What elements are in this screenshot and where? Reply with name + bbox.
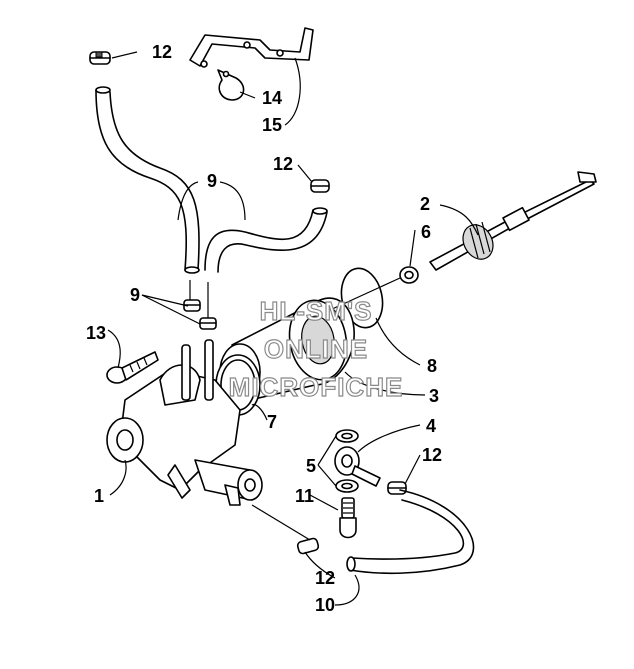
sealing-washer-upper: [335, 429, 359, 443]
callout-11: 11: [295, 486, 314, 506]
callout-13: 13: [86, 323, 106, 343]
callout-2: 2: [420, 194, 430, 214]
callout-5: 5: [306, 456, 316, 476]
watermark-line-2: ONLINE: [264, 334, 368, 364]
callout-6: 6: [421, 222, 431, 242]
callout-12-bottom: 12: [315, 568, 335, 588]
hose-clamp-top-left: [89, 51, 111, 65]
hose-clamp-bottom: [296, 537, 320, 555]
worm-gear-shaft: [429, 171, 597, 271]
banjo-fitting: [334, 446, 381, 487]
hose-clamp-top-right: [310, 179, 330, 193]
callout-9-top: 9: [207, 171, 217, 191]
leader-lines: [107, 51, 479, 606]
callout-8: 8: [427, 356, 437, 376]
callout-10: 10: [315, 595, 335, 615]
sealing-washer-lower: [335, 479, 359, 493]
callout-9-left: 9: [130, 285, 140, 305]
hose-lower: [346, 489, 475, 575]
watermark: HL-SM'S ONLINE MICROFICHE: [228, 295, 404, 402]
callout-3: 3: [429, 386, 439, 406]
watermark-line-3: MICROFICHE: [229, 372, 404, 402]
banjo-bolt: [339, 497, 357, 539]
hose-top-left: [95, 86, 200, 274]
callout-4: 4: [426, 416, 436, 436]
callout-7: 7: [267, 412, 277, 432]
callout-12-top-right: 12: [273, 154, 293, 174]
callout-14: 14: [262, 88, 282, 108]
hose-clamp-right: [387, 481, 407, 495]
washer: [399, 266, 419, 284]
oil-pump-body: [106, 339, 263, 506]
callout-12-top-left: 12: [152, 42, 172, 62]
callout-15: 15: [262, 115, 282, 135]
bracket: [189, 27, 314, 68]
callout-1: 1: [94, 486, 104, 506]
p-clamp: [217, 69, 245, 101]
callout-labels: 12 14 15 9 12 2 6 9 13 8 3 7 4 5 12 11 1…: [86, 42, 442, 615]
hose-top-right: [204, 207, 328, 273]
assembly-lines: [189, 277, 401, 541]
callout-12-right: 12: [422, 445, 442, 465]
watermark-line-1: HL-SM'S: [260, 296, 373, 326]
hose-clamp-small-lower: [199, 317, 217, 330]
bolt-13: [106, 351, 159, 384]
